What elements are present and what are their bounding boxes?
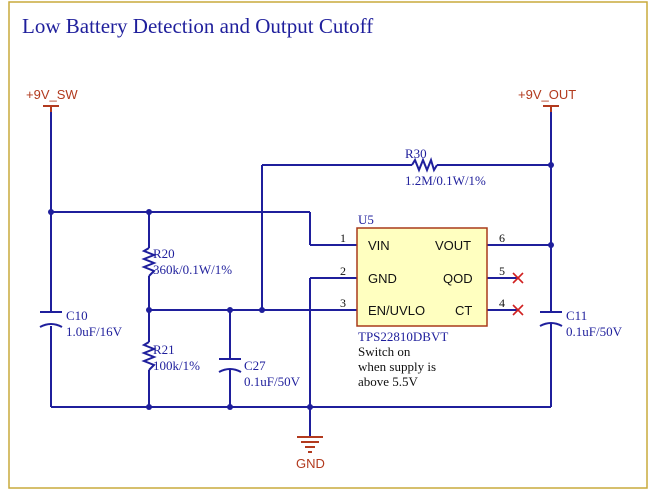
pin-name-vin: VIN (368, 238, 390, 253)
c10-ref: C10 (66, 308, 88, 323)
capacitor-c27: C27 0.1uF/50V (218, 358, 301, 389)
ic-u5: U5 1 VIN 2 GND 3 EN/UVLO 6 VOUT 5 QOD 4 … (340, 212, 505, 389)
pin-number-2: 2 (340, 264, 346, 278)
ic-u5-ref: U5 (358, 212, 374, 227)
net-label-gnd: GND (296, 456, 325, 471)
wire-network (50, 106, 552, 437)
sheet-border (8, 1, 648, 489)
no-connect-ct (512, 304, 524, 316)
resistor-r30: R30 1.2M/0.1W/1% (405, 146, 486, 188)
r30-value: 1.2M/0.1W/1% (405, 173, 486, 188)
resistor-r21: R21 100k/1% (141, 341, 200, 373)
net-label-9v-sw: +9V_SW (26, 87, 78, 102)
ground-symbol: GND (296, 436, 325, 471)
sheet-title: Low Battery Detection and Output Cutoff (22, 14, 373, 38)
pin-name-ct: CT (455, 303, 472, 318)
resistor-r20: R20 360k/0.1W/1% (141, 246, 232, 277)
power-port-9v-out: +9V_OUT (518, 87, 576, 112)
junction-dots (48, 162, 554, 410)
r21-value: 100k/1% (153, 358, 200, 373)
ic-u5-note-line-3: above 5.5V (358, 374, 419, 389)
ic-u5-part-number: TPS22810DBVT (358, 329, 448, 344)
capacitor-c11: C11 0.1uF/50V (539, 308, 623, 339)
pin-number-5: 5 (499, 264, 505, 278)
pin-number-3: 3 (340, 296, 346, 310)
c27-value: 0.1uF/50V (244, 374, 301, 389)
pin-name-qod: QOD (443, 271, 473, 286)
ic-u5-note-line-2: when supply is (358, 359, 436, 374)
c27-ref: C27 (244, 358, 266, 373)
r21-ref: R21 (153, 342, 175, 357)
r20-value: 360k/0.1W/1% (153, 262, 232, 277)
c10-value: 1.0uF/16V (66, 324, 123, 339)
ic-u5-note-line-1: Switch on (358, 344, 411, 359)
power-port-9v-sw: +9V_SW (26, 87, 78, 112)
c11-value: 0.1uF/50V (566, 324, 623, 339)
pin-name-gnd: GND (368, 271, 397, 286)
r20-ref: R20 (153, 246, 175, 261)
pin-number-6: 6 (499, 231, 505, 245)
no-connect-qod (512, 272, 524, 284)
pin-number-4: 4 (499, 296, 505, 310)
capacitor-c10: C10 1.0uF/16V (39, 308, 123, 339)
net-label-9v-out: +9V_OUT (518, 87, 576, 102)
pin-name-vout: VOUT (435, 238, 471, 253)
pin-name-en-uvlo: EN/UVLO (368, 303, 425, 318)
c11-ref: C11 (566, 308, 587, 323)
pin-number-1: 1 (340, 231, 346, 245)
ic-u5-body (356, 227, 488, 327)
r30-ref: R30 (405, 146, 427, 161)
